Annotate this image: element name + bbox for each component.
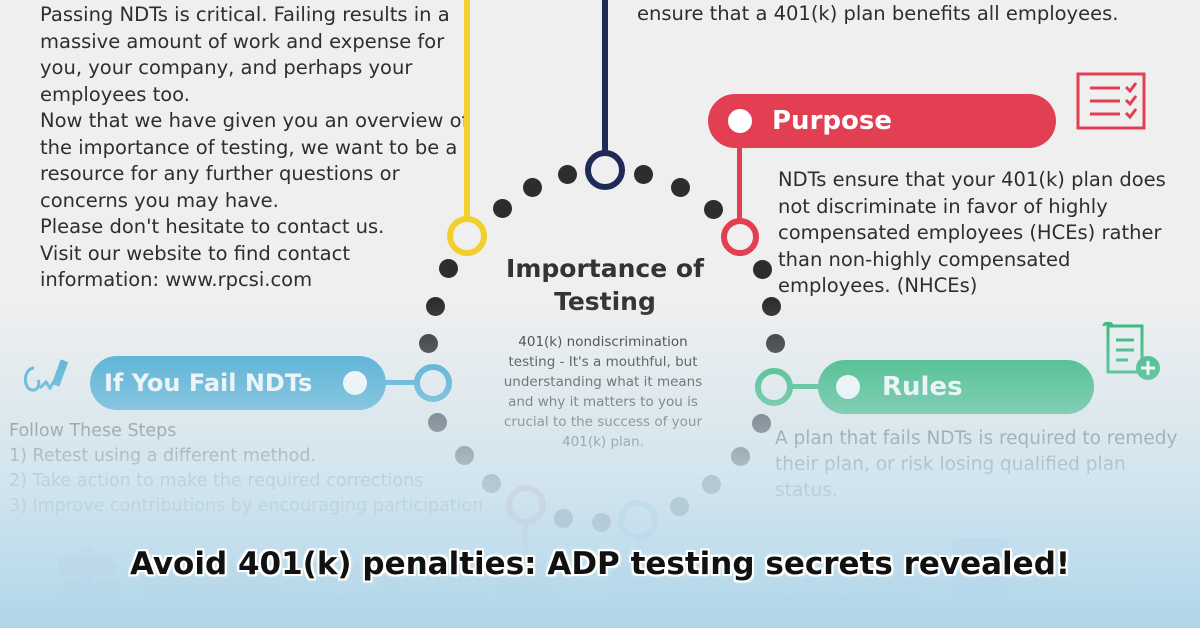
- center-title: Importance of Testing: [480, 252, 730, 318]
- yellow-connector: [464, 0, 470, 220]
- circle-dot: [554, 509, 573, 528]
- caption: Avoid 401(k) penalties: ADP testing secr…: [129, 546, 1071, 582]
- circle-dot: [558, 165, 577, 184]
- bypass-node: [506, 485, 546, 525]
- rules-ring-icon: [830, 369, 866, 405]
- purpose-connector: [737, 146, 742, 222]
- paragraph-line: you, your company, and perhaps your: [40, 56, 413, 79]
- circle-dot: [419, 334, 438, 353]
- center-body-line: understanding what it means: [503, 374, 703, 390]
- fail-line: 2) Take action to make the required corr…: [9, 471, 424, 491]
- circle-dot: [704, 200, 723, 219]
- rules-paragraph: A plan that fails NDTs is required to re…: [775, 426, 1177, 504]
- circle-dot: [670, 497, 689, 516]
- circle-dot: [426, 297, 445, 316]
- rules-node: [755, 368, 793, 406]
- fail-steps: Follow These Steps 1) Retest using a dif…: [9, 419, 483, 519]
- center-title-line: Importance of: [506, 254, 704, 283]
- circle-dot: [439, 259, 458, 278]
- center-body-line: 401(k) plan.: [562, 434, 644, 450]
- purpose-line: employees. (NHCEs): [778, 274, 978, 297]
- purpose-ring-icon: [722, 103, 758, 139]
- top-right-line: ensure that a 401(k) plan benefits all e…: [637, 2, 1119, 25]
- paragraph-line: Passing NDTs is critical. Failing result…: [40, 3, 450, 26]
- circle-dot: [482, 474, 501, 493]
- rules-line: status.: [775, 480, 838, 501]
- paragraph-line: employees too.: [40, 82, 190, 106]
- circle-dot: [634, 165, 653, 184]
- top-left-paragraph: Passing NDTs is critical. Failing result…: [40, 2, 468, 294]
- rules-title: Rules: [882, 372, 963, 402]
- center-body-line: testing - It's a mouthful, but: [508, 354, 698, 370]
- circle-dot: [493, 199, 512, 218]
- center-body-line: crucial to the success of your: [503, 414, 703, 430]
- rules-line: their plan, or risk losing qualified pla…: [775, 454, 1126, 475]
- paragraph-line: resource for any further questions or: [40, 162, 400, 185]
- center-title-line: Testing: [554, 287, 656, 316]
- purpose-line: not discriminate in favor of highly: [778, 194, 1108, 218]
- circle-dot: [731, 447, 750, 466]
- rules-pill: Rules: [818, 360, 1094, 414]
- paragraph-line: Visit our website to find contact: [40, 241, 350, 265]
- fail-title: If You Fail NDTs: [104, 369, 313, 397]
- purpose-line: compensated employees (HCEs) rather: [778, 221, 1162, 244]
- navy-node: [585, 150, 625, 190]
- fail-line: 1) Retest using a different method.: [9, 446, 316, 466]
- paragraph-line: concerns you may have.: [40, 188, 279, 212]
- center-body-line: 401(k) nondiscrimination: [518, 334, 688, 350]
- paragraph-line: massive amount of work and expense for: [40, 29, 445, 53]
- purpose-line: than non-highly compensated: [778, 247, 1071, 271]
- circle-dot: [702, 475, 721, 494]
- paragraph-line: information: www.rpcsi.com: [40, 268, 313, 291]
- rules-line: A plan that fails NDTs is required to re…: [775, 428, 1178, 449]
- paragraph-line: Please don't hesitate to contact us.: [40, 215, 385, 238]
- purpose-pill: Purpose: [708, 94, 1056, 148]
- checklist-icon: [1076, 72, 1146, 130]
- document-plus-icon: [1102, 322, 1160, 380]
- fail-line: Follow These Steps: [9, 421, 177, 441]
- yellow-node: [447, 216, 487, 256]
- purpose-node: [721, 218, 759, 256]
- center-body-line: and why it matters to you is: [508, 394, 698, 410]
- circle-dot: [762, 297, 781, 316]
- circle-dot: [592, 513, 611, 532]
- paragraph-line: the importance of testing, we want to be…: [40, 135, 458, 159]
- paragraph-line: Now that we have given you an overview o…: [40, 109, 469, 132]
- navy-connector: [602, 0, 608, 152]
- purpose-title: Purpose: [772, 106, 892, 136]
- types-node: [618, 500, 658, 540]
- rules-connector: [790, 384, 820, 389]
- pen-sign-icon: [24, 359, 69, 392]
- fail-ring-icon: [337, 365, 373, 401]
- circle-dot: [753, 260, 772, 279]
- center-body: 401(k) nondiscrimination testing - It's …: [478, 332, 728, 452]
- circle-dot: [752, 414, 771, 433]
- fail-node: [414, 364, 452, 402]
- circle-dot: [766, 334, 785, 353]
- purpose-line: NDTs ensure that your 401(k) plan does: [778, 168, 1166, 191]
- fail-line: 3) Improve contributions by encouraging …: [9, 496, 484, 516]
- fail-connector: [384, 380, 418, 385]
- fail-pill: If You Fail NDTs: [90, 356, 386, 410]
- purpose-paragraph: NDTs ensure that your 401(k) plan does n…: [778, 167, 1166, 300]
- circle-dot: [671, 178, 690, 197]
- circle-dot: [523, 178, 542, 197]
